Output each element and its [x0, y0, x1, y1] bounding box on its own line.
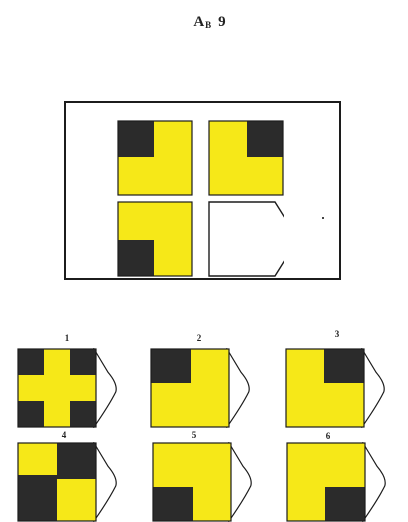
title-subscript: B — [205, 20, 213, 30]
option-label-2: 2 — [196, 333, 202, 343]
option-label-1: 1 — [64, 333, 70, 343]
option-tile-graphic — [286, 442, 386, 522]
dark-block-top-right — [70, 349, 96, 375]
option-label-5: 5 — [191, 430, 197, 440]
option-tile-graphic — [17, 348, 117, 428]
matrix-cell-missing — [208, 201, 284, 277]
dark-block-top-left — [118, 121, 154, 157]
tab-shape — [362, 442, 386, 522]
dark-block-bottom-right — [70, 401, 96, 427]
option-2[interactable] — [150, 348, 252, 428]
tile-border — [117, 120, 193, 196]
matrix-cell-bottom-left — [117, 201, 193, 277]
matrix-cell-top-left — [117, 120, 193, 196]
matrix-tile-graphic — [208, 120, 284, 196]
dark-block-top-left — [18, 349, 44, 375]
option-5[interactable] — [152, 442, 254, 522]
title-number: 9 — [218, 14, 227, 30]
tile-border — [286, 442, 366, 522]
matrix-cell-top-right — [208, 120, 284, 196]
option-label-6: 6 — [325, 431, 331, 441]
option-1[interactable] — [17, 348, 119, 428]
dark-block-top-right — [57, 443, 96, 479]
option-label-4: 4 — [61, 430, 67, 440]
dark-block-bottom-left — [153, 487, 193, 521]
tile-border — [208, 120, 284, 196]
matrix-tile-graphic — [117, 201, 193, 277]
tile-border — [17, 442, 97, 522]
tab-shape — [93, 348, 117, 428]
tile-border — [17, 348, 97, 428]
tile-border — [152, 442, 232, 522]
option-tile-graphic — [152, 442, 252, 522]
missing-piece-outline — [208, 201, 284, 277]
problem-matrix-frame — [64, 101, 341, 280]
option-3[interactable] — [285, 348, 387, 428]
speck-mark — [322, 217, 324, 219]
title-letter: A — [193, 14, 206, 30]
tab-shape — [361, 348, 385, 428]
dark-block-top-right — [247, 121, 283, 157]
dark-block-top-left — [151, 349, 191, 383]
dark-block-bottom-right — [325, 487, 365, 521]
option-6[interactable] — [286, 442, 388, 522]
matrix-tile-graphic — [208, 201, 284, 277]
matrix-tile-graphic — [117, 120, 193, 196]
option-tile-graphic — [150, 348, 250, 428]
tile-border — [150, 348, 230, 428]
tab-shape — [228, 442, 252, 522]
dark-block-bottom-left — [118, 240, 154, 276]
dark-block-bottom-left — [18, 475, 57, 521]
dark-block-top-right — [324, 349, 364, 383]
tab-shape — [93, 442, 117, 522]
option-4[interactable] — [17, 442, 119, 522]
option-tile-graphic — [17, 442, 117, 522]
tile-border — [285, 348, 365, 428]
tile-border — [117, 201, 193, 277]
option-label-3: 3 — [334, 329, 340, 339]
tab-shape — [226, 348, 250, 428]
dark-block-bottom-left — [18, 401, 44, 427]
option-tile-graphic — [285, 348, 385, 428]
